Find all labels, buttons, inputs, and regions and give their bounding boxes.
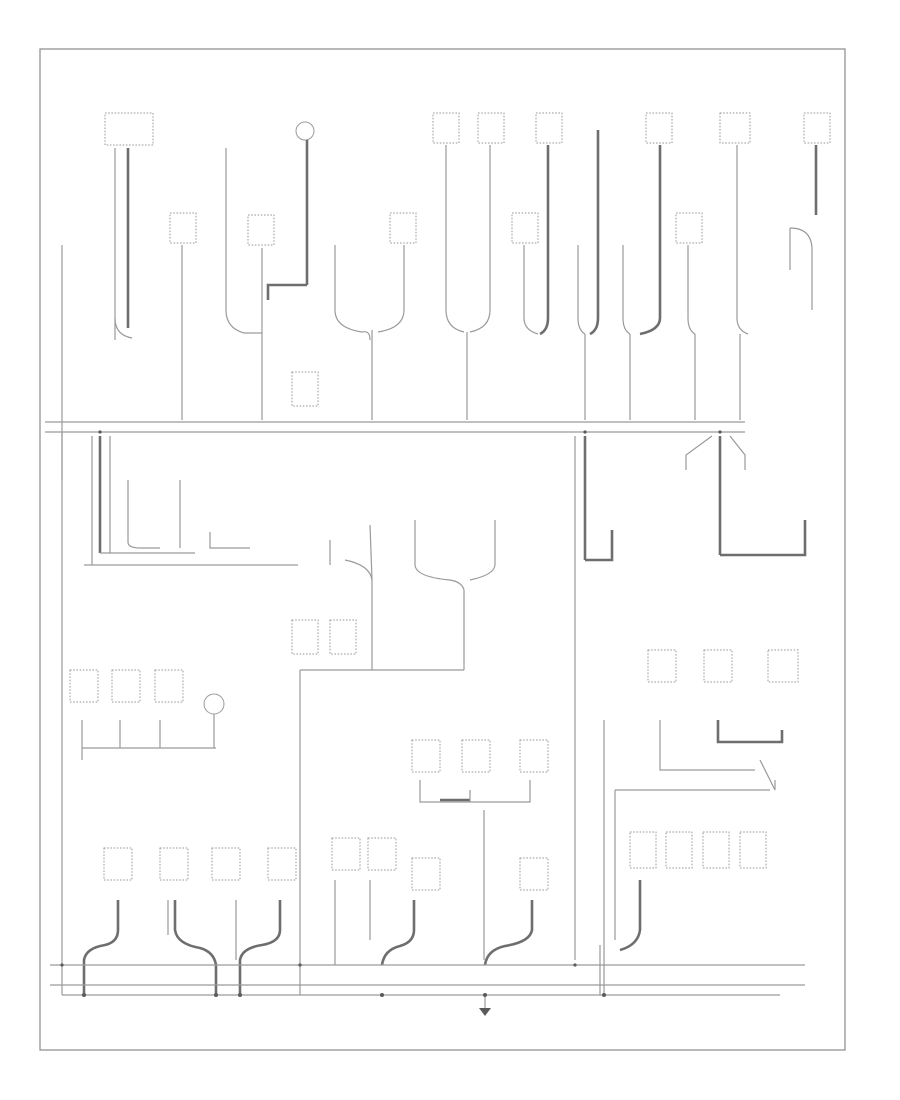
main-bus <box>45 421 807 960</box>
component-box <box>519 739 549 773</box>
left-lower-section <box>69 669 297 995</box>
right-lower-section <box>603 649 799 995</box>
component-box <box>703 649 733 683</box>
component-box <box>169 212 197 244</box>
component-box <box>331 837 361 871</box>
lamp-symbol <box>203 693 225 715</box>
component-box <box>767 649 799 683</box>
component-box <box>367 837 397 871</box>
component-box <box>461 739 491 773</box>
component-box <box>291 619 319 655</box>
component-box <box>665 831 693 869</box>
component-box <box>411 739 441 773</box>
component-box <box>645 112 673 144</box>
component-box <box>154 669 184 703</box>
splice-dots <box>60 430 722 997</box>
component-box <box>511 212 539 244</box>
component-box <box>267 847 297 881</box>
center-lower-section <box>331 739 549 1016</box>
bottom-ground-buses <box>50 945 805 996</box>
component-box <box>291 371 319 407</box>
component-box <box>103 847 133 881</box>
component-box <box>629 831 657 869</box>
component-box <box>519 857 549 891</box>
component-box <box>432 112 460 144</box>
component-box <box>803 112 831 144</box>
component-box <box>719 112 751 144</box>
component-box <box>411 857 441 891</box>
component-box <box>211 847 241 881</box>
top-row-wires <box>61 130 818 995</box>
component-box <box>104 112 154 146</box>
component-box <box>111 669 141 703</box>
component-box <box>477 112 505 144</box>
diagram-frame <box>39 48 846 1051</box>
top-components <box>104 112 831 246</box>
component-box <box>247 214 275 246</box>
ground-symbol <box>479 1008 491 1016</box>
component-box <box>389 212 417 244</box>
lamp-symbol <box>295 121 315 141</box>
component-box <box>159 847 189 881</box>
component-box <box>69 669 99 703</box>
component-box <box>329 619 357 655</box>
component-box <box>702 831 730 869</box>
middle-components <box>84 480 496 995</box>
component-box <box>535 112 563 144</box>
component-box <box>739 831 767 869</box>
component-box <box>675 212 703 244</box>
component-box <box>647 649 677 683</box>
